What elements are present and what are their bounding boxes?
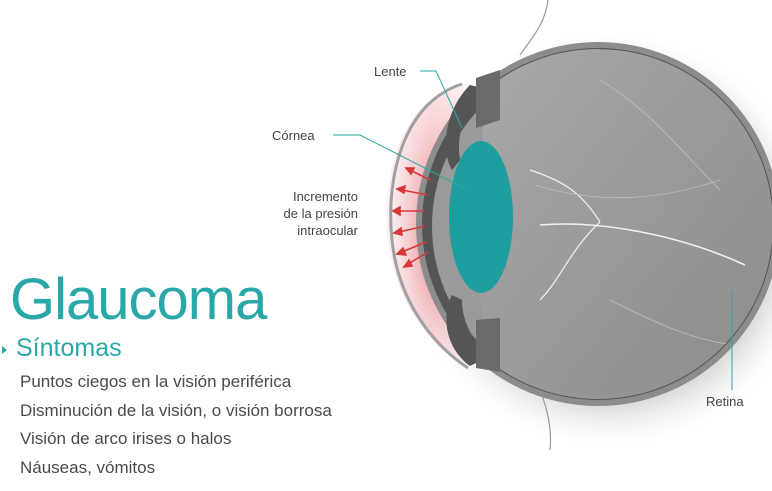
symptoms-list: Puntos ciegos en la visión periférica Di… [20,368,332,482]
lens [449,141,513,293]
page-title: Glaucoma [10,267,267,332]
symptom-item: Náuseas, vómitos [20,457,156,477]
ciliary-lower [476,318,500,372]
muscle-line-top [519,0,549,56]
retina-vessel-3 [534,179,721,199]
retina-vessel-4 [599,79,721,191]
label-cornea: Córnea [272,128,315,143]
label-pressure: Incremento de la presión intraocular [259,188,358,239]
ciliary-upper [476,70,500,128]
symptoms-heading: Síntomas [16,334,122,362]
label-retina: Retina [706,394,744,409]
vitreous-body [477,49,772,399]
retina-vessel-5 [609,299,736,346]
label-pressure-line-1: Incremento [292,189,358,204]
label-pressure-line-2: de la presión [283,206,358,221]
bullet-arrow-icon [2,346,7,354]
retina-vessel-1 [529,169,601,223]
label-pressure-line-3: intraocular [297,223,358,238]
leader-cornea [333,134,469,191]
retina-vessel-2 [539,221,601,301]
retina-vessel-main [539,223,746,266]
iris-upper [445,85,490,170]
symptom-item: Disminución de la visión, o visión borro… [20,400,332,420]
label-lente: Lente [374,64,407,79]
leader-lente [420,70,463,129]
symptom-item: Puntos ciegos en la visión periférica [20,372,292,391]
cornea-outline [389,82,469,370]
symptom-item: Visión de arco irises o halos [20,429,232,448]
pressure-arrows [391,167,431,269]
